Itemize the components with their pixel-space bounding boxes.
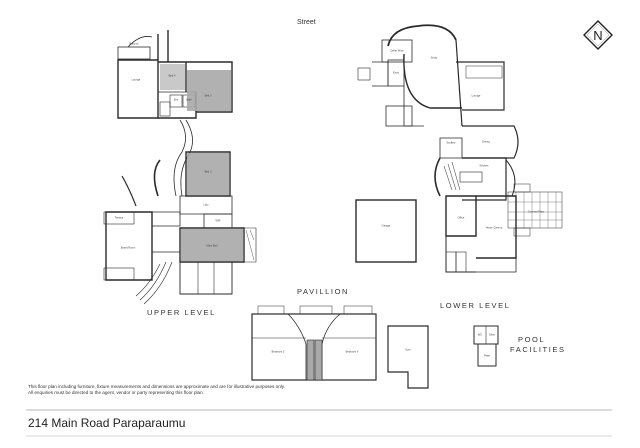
upper-level-highlight: [160, 64, 243, 261]
room-label-bedroom5: Bedroom 5: [271, 350, 285, 354]
room-label-bed4: Bed 4: [168, 74, 176, 78]
room-label-covered-patio: Covered Patio: [527, 210, 545, 214]
compass-letter: N: [593, 28, 602, 43]
room-label-bath: Bath: [186, 98, 192, 102]
room-label-dining: Dining: [482, 140, 490, 144]
disclaimer-line-1: This floor plan including furniture, fix…: [28, 384, 286, 389]
room-label-cellar: Cellar Wine: [390, 49, 404, 53]
room-label-garage: Garage: [381, 224, 391, 228]
upper-level-title: UPPER LEVEL: [147, 308, 216, 317]
north-compass-icon: N: [583, 20, 613, 50]
room-label-scullery: Scullery: [446, 141, 456, 145]
pool-facilities-plan: [473, 325, 499, 367]
room-label-gym: Gym: [405, 348, 411, 352]
room-label-wc: WC: [477, 333, 483, 337]
pavillion-title: PAVILLION: [297, 287, 350, 296]
room-label-main-bed: Main Bed: [206, 244, 218, 248]
room-label-bed3: Bed 3: [204, 94, 212, 98]
disclaimer-line-2: All enquiries must be directed to the ag…: [28, 390, 204, 395]
disclaimer-text: This floor plan including furniture, fix…: [28, 384, 348, 396]
room-label-study: Study: [430, 56, 438, 60]
property-address: 214 Main Road Paraparaumu: [28, 416, 186, 430]
room-label-board-room: Board Room: [120, 246, 136, 250]
room-label-laundry: Ldry: [203, 203, 209, 207]
lower-level-title: LOWER LEVEL: [440, 301, 511, 310]
room-label-bed2: Bed 2: [204, 170, 212, 174]
room-label-home-cinema: Home Cinema: [485, 226, 503, 230]
room-label-plant: Plant: [484, 354, 490, 358]
room-label-lounge-lower: Lounge: [471, 94, 481, 98]
gym-plan: [387, 325, 429, 389]
room-label-office: Office: [457, 216, 465, 220]
room-label-bedroom6: Bedroom 6: [345, 350, 359, 354]
room-label-entry: Entry: [392, 71, 400, 75]
pavillion-plan: [251, 305, 377, 381]
room-label-lounge-upper: Lounge: [131, 78, 141, 82]
room-label-kitchen: Kitchen: [479, 164, 489, 168]
pool-title-line2: FACILITIES: [510, 345, 566, 354]
room-label-wir: WIR: [215, 219, 221, 223]
room-label-shower: Shwr: [489, 333, 495, 337]
room-label-balcony: Balcony: [129, 42, 139, 46]
room-label-terrace: Terrace: [114, 216, 124, 220]
street-label: Street: [297, 19, 316, 26]
lower-level-plan: [355, 24, 563, 273]
room-label-ensuite: Ens: [173, 98, 179, 102]
pool-title-line1: POOL: [518, 335, 546, 344]
